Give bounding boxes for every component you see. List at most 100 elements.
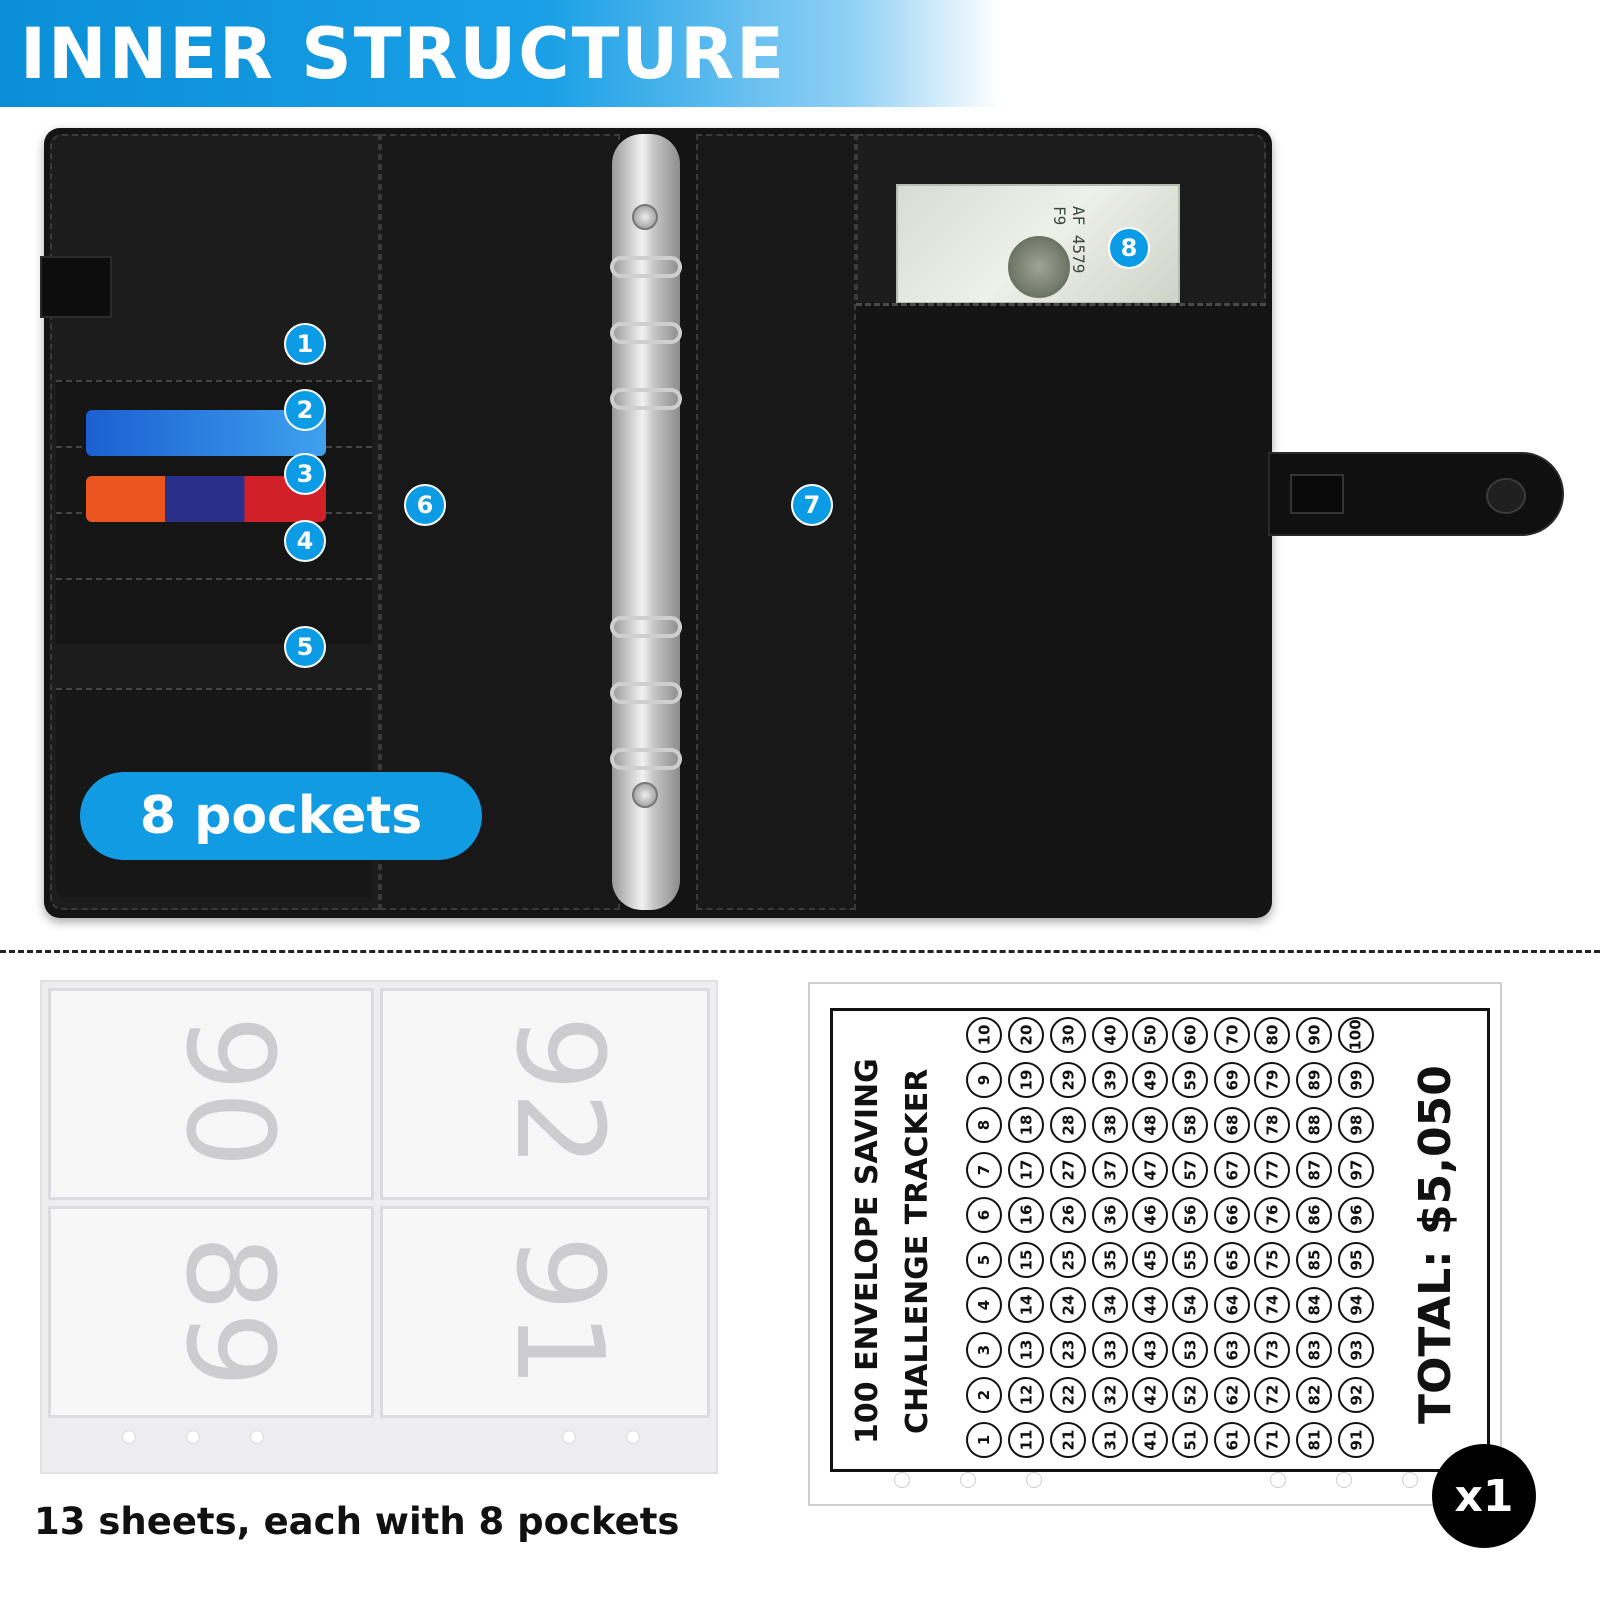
tracker-number-circle: 98 bbox=[1338, 1107, 1374, 1143]
envelope-pocket bbox=[380, 1206, 710, 1418]
binder-ring bbox=[610, 388, 682, 410]
tracker-number-circle: 21 bbox=[1050, 1422, 1086, 1458]
tracker-number-circle: 57 bbox=[1172, 1152, 1208, 1188]
tracker-number-circle: 94 bbox=[1338, 1287, 1374, 1323]
right-large-pocket bbox=[856, 303, 1266, 910]
pocket-badge-5: 5 bbox=[284, 626, 326, 668]
tracker-title-line1: 100 ENVELOPE SAVING bbox=[850, 1058, 885, 1444]
tracker-number-circle: 14 bbox=[1008, 1287, 1044, 1323]
tracker-number-circle: 64 bbox=[1214, 1287, 1250, 1323]
tracker-number-circle: 50 bbox=[1132, 1017, 1168, 1053]
tracker-number-circle: 17 bbox=[1008, 1152, 1044, 1188]
tracker-number-circle: 78 bbox=[1254, 1107, 1290, 1143]
ring-binder-mechanism bbox=[612, 134, 680, 910]
tracker-number-circle: 16 bbox=[1008, 1197, 1044, 1233]
tracker-number-circle: 6 bbox=[966, 1197, 1002, 1233]
tracker-number-circle: 34 bbox=[1092, 1287, 1128, 1323]
tracker-number-circle: 65 bbox=[1214, 1242, 1250, 1278]
binder-ring bbox=[610, 748, 682, 770]
tracker-border bbox=[830, 1008, 1490, 1472]
pockets-count-pill: 8 pockets bbox=[80, 772, 482, 860]
envelope-pocket bbox=[380, 988, 710, 1200]
tracker-number-circle: 33 bbox=[1092, 1332, 1128, 1368]
dashed-divider bbox=[0, 950, 1600, 953]
tracker-number-circle: 7 bbox=[966, 1152, 1002, 1188]
tracker-number-circle: 22 bbox=[1050, 1377, 1086, 1413]
tracker-number-circle: 60 bbox=[1172, 1017, 1208, 1053]
tracker-number-circle: 13 bbox=[1008, 1332, 1044, 1368]
tracker-number-circle: 42 bbox=[1132, 1377, 1168, 1413]
pocket-badge-1: 1 bbox=[284, 323, 326, 365]
tracker-number-circle: 97 bbox=[1338, 1152, 1374, 1188]
tracker-number-circle: 8 bbox=[966, 1107, 1002, 1143]
tracker-number-circle: 36 bbox=[1092, 1197, 1128, 1233]
tracker-number-circle: 69 bbox=[1214, 1062, 1250, 1098]
tracker-number-circle: 85 bbox=[1296, 1242, 1332, 1278]
tracker-number-circle: 93 bbox=[1338, 1332, 1374, 1368]
punch-hole bbox=[122, 1430, 136, 1444]
punch-hole bbox=[960, 1472, 976, 1488]
tracker-number-circle: 88 bbox=[1296, 1107, 1332, 1143]
envelope-number: 92 bbox=[488, 1015, 628, 1168]
pocket-badge-6: 6 bbox=[404, 484, 446, 526]
tracker-number-circle: 76 bbox=[1254, 1197, 1290, 1233]
savings-tracker-card: 100 ENVELOPE SAVING CHALLENGE TRACKER TO… bbox=[808, 982, 1502, 1506]
tracker-number-circle: 82 bbox=[1296, 1377, 1332, 1413]
tracker-number-circle: 43 bbox=[1132, 1332, 1168, 1368]
bill-serial: AF 4579 F9 bbox=[1050, 206, 1088, 274]
binder-ring bbox=[610, 616, 682, 638]
tracker-number-circle: 95 bbox=[1338, 1242, 1374, 1278]
tracker-number-circle: 87 bbox=[1296, 1152, 1332, 1188]
tracker-number-circle: 62 bbox=[1214, 1377, 1250, 1413]
rivet-icon bbox=[632, 782, 658, 808]
tracker-number-circle: 77 bbox=[1254, 1152, 1290, 1188]
tracker-number-circle: 44 bbox=[1132, 1287, 1168, 1323]
punch-hole bbox=[250, 1430, 264, 1444]
tracker-number-circle: 24 bbox=[1050, 1287, 1086, 1323]
tracker-number-circle: 26 bbox=[1050, 1197, 1086, 1233]
tracker-number-circle: 23 bbox=[1050, 1332, 1086, 1368]
tracker-total: TOTAL: $5,050 bbox=[1410, 1065, 1461, 1424]
tracker-number-circle: 81 bbox=[1296, 1422, 1332, 1458]
envelope-pocket bbox=[48, 988, 374, 1200]
tracker-number-circle: 4 bbox=[966, 1287, 1002, 1323]
tracker-number-circle: 3 bbox=[966, 1332, 1002, 1368]
punch-hole bbox=[562, 1430, 576, 1444]
tracker-number-circle: 38 bbox=[1092, 1107, 1128, 1143]
tracker-number-circle: 5 bbox=[966, 1242, 1002, 1278]
punch-hole bbox=[626, 1430, 640, 1444]
pocket-badge-2: 2 bbox=[284, 389, 326, 431]
tracker-number-circle: 70 bbox=[1214, 1017, 1250, 1053]
envelope-number: 91 bbox=[488, 1235, 628, 1388]
tracker-number-circle: 10 bbox=[966, 1017, 1002, 1053]
pocket-badge-7: 7 bbox=[791, 484, 833, 526]
tracker-number-circle: 9 bbox=[966, 1062, 1002, 1098]
envelope-pocket bbox=[48, 1206, 374, 1418]
tracker-number-circle: 75 bbox=[1254, 1242, 1290, 1278]
tracker-number-circle: 89 bbox=[1296, 1062, 1332, 1098]
inner-right-panel bbox=[696, 134, 856, 910]
page-title: INNER STRUCTURE bbox=[20, 13, 786, 95]
snap-closure-strap bbox=[1268, 452, 1564, 536]
tracker-number-circle: 32 bbox=[1092, 1377, 1128, 1413]
tracker-number-circle: 25 bbox=[1050, 1242, 1086, 1278]
envelope-number: 90 bbox=[158, 1015, 298, 1168]
pocket-badge-4: 4 bbox=[284, 520, 326, 562]
tracker-number-circle: 46 bbox=[1132, 1197, 1168, 1233]
tracker-number-circle: 20 bbox=[1008, 1017, 1044, 1053]
clear-envelope-sheet: 90 92 89 91 bbox=[40, 980, 718, 1474]
tracker-number-circle: 47 bbox=[1132, 1152, 1168, 1188]
tracker-number-circle: 53 bbox=[1172, 1332, 1208, 1368]
tracker-number-circle: 61 bbox=[1214, 1422, 1250, 1458]
punch-hole bbox=[1336, 1472, 1352, 1488]
punch-hole bbox=[894, 1472, 910, 1488]
tracker-number-circle: 74 bbox=[1254, 1287, 1290, 1323]
header-banner: INNER STRUCTURE bbox=[0, 0, 1000, 107]
punch-hole bbox=[1270, 1472, 1286, 1488]
tracker-number-circle: 86 bbox=[1296, 1197, 1332, 1233]
tracker-number-circle: 18 bbox=[1008, 1107, 1044, 1143]
tracker-number-circle: 12 bbox=[1008, 1377, 1044, 1413]
tracker-number-circle: 31 bbox=[1092, 1422, 1128, 1458]
tracker-title-line2: CHALLENGE TRACKER bbox=[900, 1068, 935, 1434]
tracker-number-circle: 83 bbox=[1296, 1332, 1332, 1368]
